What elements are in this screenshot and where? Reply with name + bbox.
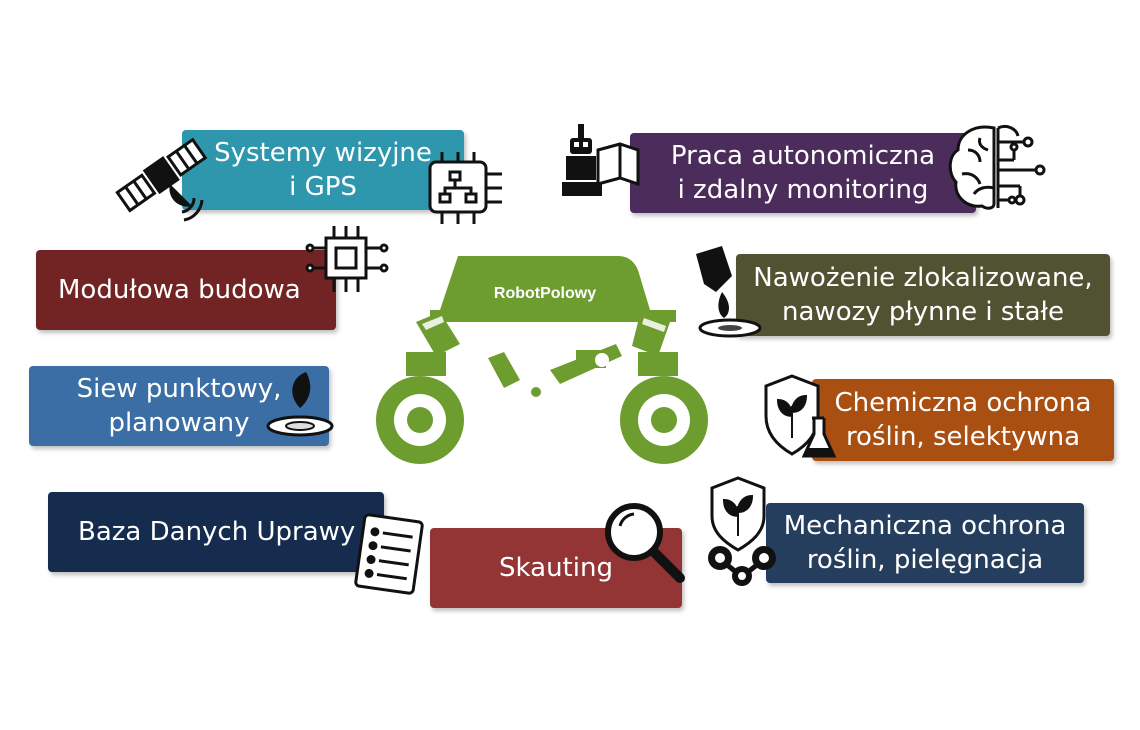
precision-seeding-label: Siew punktowy, planowany [76, 374, 282, 438]
modular-build-tile: Modułowa budowa [36, 250, 336, 330]
shield-flask-icon [764, 374, 837, 458]
robot-right-leg [638, 352, 678, 376]
robot-diagram: RobotPolowy [376, 256, 708, 464]
chemical-protection-label: Chemiczna ochrona roślin, selektywna [834, 388, 1092, 452]
mechanical-protection-label: Mechaniczna ochrona roślin, pielęgnacja [783, 511, 1067, 575]
chemical-protection-tile: Chemiczna ochrona roślin, selektywna [812, 379, 1114, 461]
mechanical-protection-tile: Mechaniczna ochrona roślin, pielęgnacja [766, 503, 1084, 583]
shield-gear-icon [708, 476, 776, 586]
scouting-label: Skauting [499, 553, 613, 583]
robot-body [440, 256, 650, 310]
robot-left-leg [406, 352, 446, 376]
modular-build-label: Modułowa budowa [58, 275, 301, 305]
localized-fertilization-label: Nawożenie zlokalizowane, nawozy płynne i… [753, 263, 1093, 327]
crop-database-tile: Baza Danych Uprawy [48, 492, 384, 572]
robot-label: RobotPolowy [494, 285, 596, 302]
crop-database-label: Baza Danych Uprawy [78, 517, 356, 547]
brain-icon [948, 124, 1046, 210]
autonomous-work-label: Praca autonomiczna i zdalny monitoring [670, 141, 936, 205]
seed-icon [266, 372, 334, 437]
precision-seeding-tile: Siew punktowy, planowany [29, 366, 329, 446]
autonomous-work-tile: Praca autonomiczna i zdalny monitoring [630, 133, 976, 213]
checklist-icon [354, 513, 424, 595]
vision-gps-tile: Systemy wizyjne i GPS [182, 130, 464, 210]
chip-icon [428, 152, 502, 224]
liquid-drop-icon [696, 246, 762, 338]
robot-top-bar [430, 310, 676, 322]
satellite-icon [115, 137, 208, 222]
robot-arm-left [488, 352, 520, 388]
robot-reader-icon [562, 124, 640, 196]
vision-gps-label: Systemy wizyjne i GPS [214, 138, 432, 202]
processor-icon [305, 226, 389, 292]
magnifier-icon [605, 503, 685, 583]
localized-fertilization-tile: Nawożenie zlokalizowane, nawozy płynne i… [736, 254, 1110, 336]
